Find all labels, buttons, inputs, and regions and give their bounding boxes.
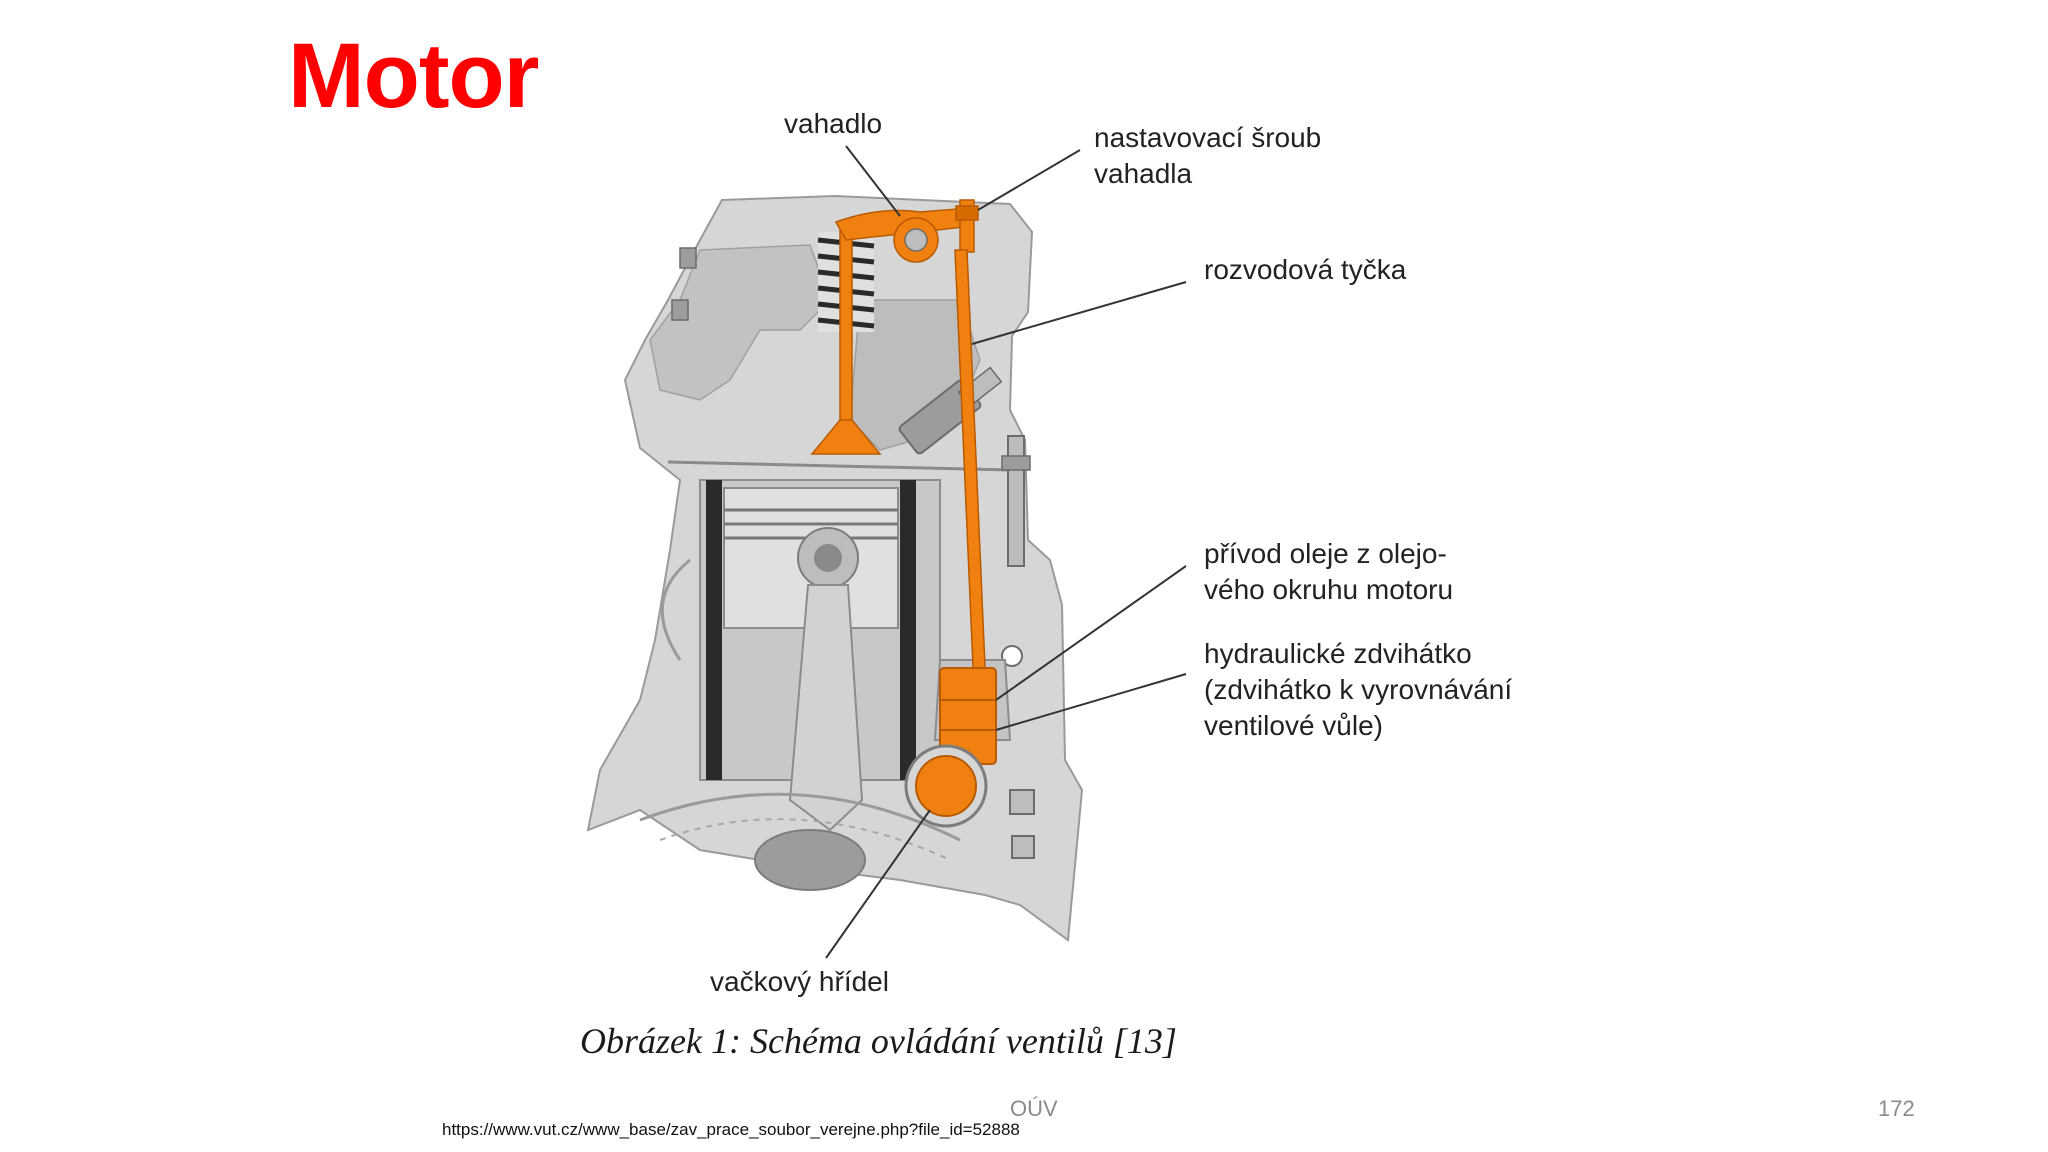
label-camshaft: vačkový hřídel [710, 966, 889, 997]
crank-journal [754, 829, 866, 891]
oil-gallery-hole [1001, 645, 1023, 667]
label-rocker-arm: vahadlo [784, 108, 883, 139]
footer-department: OÚV [1010, 1096, 1058, 1121]
leader-oil-supply [995, 565, 1187, 701]
rocker-adjust-nut [955, 205, 979, 221]
label-rocker-adjust-screw: nastavovací šroub vahadla [1094, 122, 1322, 189]
slide-title: Motor [288, 25, 539, 127]
figure-caption: Obrázek 1: Schéma ovládání ventilů [13] [580, 1021, 1177, 1061]
rocker-shaft [904, 228, 928, 252]
source-link[interactable]: https://www.vut.cz/www_base/zav_prace_so… [442, 1120, 1020, 1139]
valve-train-highlight [810, 199, 997, 828]
valve-stem [839, 227, 853, 429]
lower-right-bolt-2 [1011, 835, 1035, 859]
leader-lines [825, 145, 1187, 959]
block-left-bulge [660, 558, 691, 661]
head-gasket-line [667, 460, 1011, 472]
camshaft-lobe [915, 755, 977, 817]
leader-pushrod [971, 281, 1187, 345]
wrist-pin-inner [814, 544, 842, 572]
lower-right-bolt-1 [1009, 789, 1035, 815]
leader-adjust-screw [977, 149, 1081, 211]
valve-head [810, 419, 882, 455]
label-hydraulic-lifter: hydraulické zdvihátko (zdvihátko k vyrov… [1204, 638, 1513, 741]
label-oil-supply: přívod oleje z olejo- vého okruhu motoru [1204, 538, 1454, 605]
head-bolt-left-1 [679, 247, 697, 269]
leader-hydraulic-lifter [995, 673, 1187, 731]
connecting-rod [788, 584, 864, 832]
cylinder-wall-left [706, 480, 722, 780]
leader-camshaft [825, 809, 931, 959]
cylinder-wall-right [900, 480, 916, 780]
head-bolt-left-2 [671, 299, 689, 321]
crankcase-arc [639, 792, 961, 842]
page-number: 172 [1878, 1096, 1915, 1121]
crankcase-arc-dashed [659, 818, 951, 861]
leader-rocker-arm [845, 145, 901, 217]
head-bolt-right [1001, 435, 1031, 567]
label-pushrod: rozvodová tyčka [1204, 254, 1407, 285]
